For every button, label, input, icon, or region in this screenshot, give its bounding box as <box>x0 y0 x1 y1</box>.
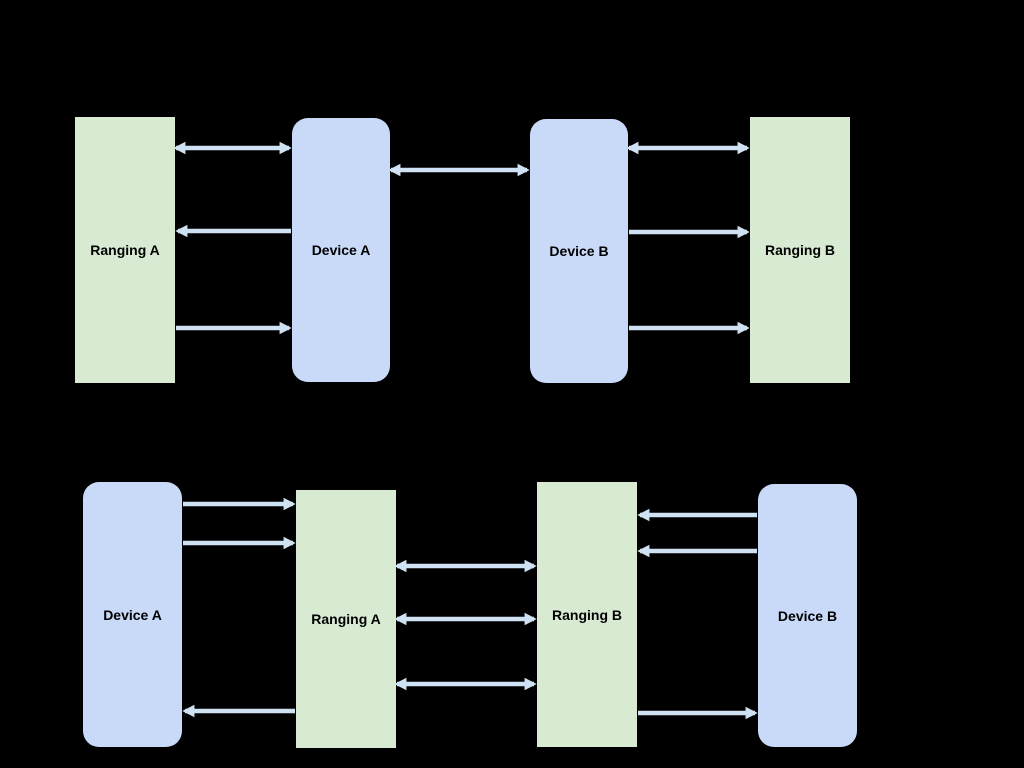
node-ranging-a-top: Ranging A <box>75 117 175 383</box>
node-ranging-b-bottom: Ranging B <box>537 482 637 747</box>
node-label: Ranging B <box>765 242 835 258</box>
node-label: Ranging A <box>311 611 381 627</box>
node-ranging-b-top: Ranging B <box>750 117 850 383</box>
node-device-a-bottom: Device A <box>83 482 182 747</box>
node-label: Device B <box>777 607 838 624</box>
node-label: Device A <box>103 606 162 623</box>
node-device-b-top: Device B <box>530 119 628 383</box>
node-label: Device A <box>311 242 371 258</box>
node-device-b-bottom: Device B <box>758 484 857 747</box>
node-label: Ranging A <box>90 242 160 258</box>
node-ranging-a-bottom: Ranging A <box>296 490 396 748</box>
node-label: Device B <box>549 243 609 259</box>
node-label: Ranging B <box>552 606 622 623</box>
node-device-a-top: Device A <box>292 118 390 382</box>
